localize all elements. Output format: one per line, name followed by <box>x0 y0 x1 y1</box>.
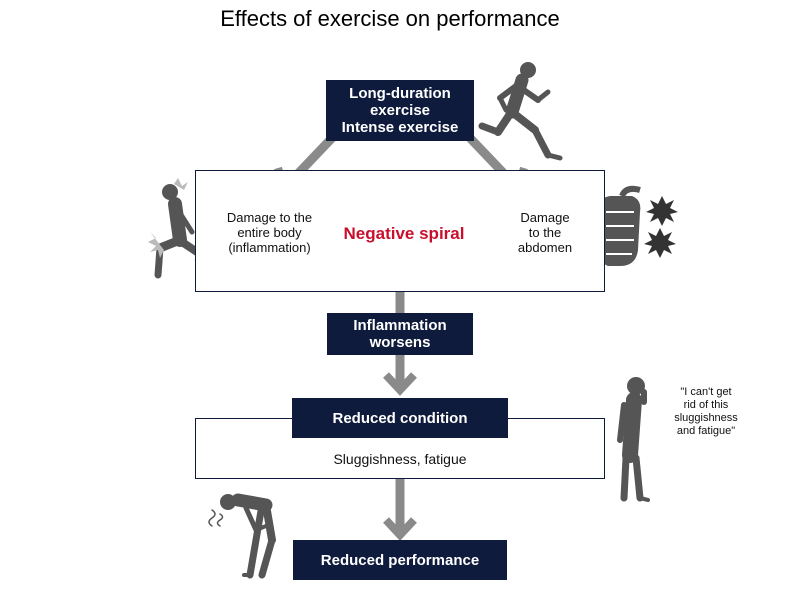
reduced-condition-box: Reduced condition <box>292 398 508 438</box>
reduced-performance-box: Reduced performance <box>293 540 507 580</box>
arrow-fatigue-to-performance <box>383 479 417 541</box>
fatigue-quote: "I can't get rid of this sluggishness an… <box>656 386 756 438</box>
inflammation-line-1: Inflammation <box>353 317 447 334</box>
sluggishness-label: Sluggishness, fatigue <box>333 451 467 467</box>
runner-icon <box>478 62 563 161</box>
body-damage-line-3: (inflammation) <box>228 240 311 255</box>
diagram-title: Effects of exercise on performance <box>220 6 560 31</box>
arrow-inflammation-to-condition <box>383 355 417 396</box>
body-damage-label: Damage to the entire body (inflammation) <box>212 210 327 255</box>
abdomen-damage-line-1: Damage <box>520 210 570 225</box>
quote-line-2: rid of this <box>683 399 729 411</box>
inflammation-box: Inflammation worsens <box>327 313 473 355</box>
quote-line-4: and fatigue" <box>676 425 736 437</box>
quote-line-3: sluggishness <box>674 412 738 424</box>
exhausted-person-icon <box>208 493 276 579</box>
inflammation-line-2: worsens <box>369 334 431 351</box>
intestine-icon <box>599 185 678 266</box>
exercise-line-3: Intense exercise <box>341 119 459 136</box>
abdomen-damage-line-2: to the <box>528 225 562 240</box>
body-damage-line-2: entire body <box>237 225 302 240</box>
exercise-box: Long-duration exercise Intense exercise <box>326 80 474 141</box>
negative-spiral-label: Negative spiral <box>343 224 465 243</box>
exercise-line-1: Long-duration <box>349 85 451 102</box>
abdomen-damage-line-3: abdomen <box>517 240 573 255</box>
abdomen-damage-label: Damage to the abdomen <box>500 210 590 255</box>
body-damage-line-1: Damage to the <box>226 210 313 225</box>
quote-line-1: "I can't get <box>680 386 732 398</box>
exercise-line-2: exercise <box>369 102 431 119</box>
tired-person-icon <box>617 377 650 502</box>
spiral-box <box>195 170 605 292</box>
